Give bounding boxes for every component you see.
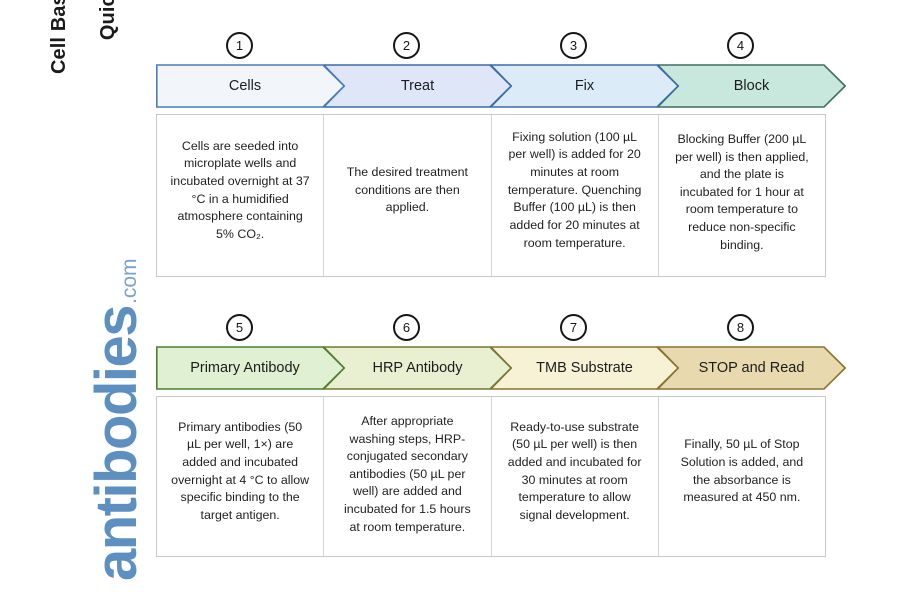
step-number-text: 5 bbox=[235, 320, 244, 335]
step-number-text: 1 bbox=[235, 38, 244, 53]
step-number-text: 6 bbox=[402, 320, 411, 335]
step-number-badge-3: 3 bbox=[560, 32, 587, 59]
brand-logo: antibodies .com bbox=[84, 258, 150, 581]
step-chevron-5[interactable]: Primary Antibody bbox=[156, 346, 345, 390]
step-number-text: 2 bbox=[402, 38, 411, 53]
chevron-band-row-2: Primary Antibody HRP Antibody TMB Substrat… bbox=[156, 346, 846, 390]
description-panel-row-1: Cells are seeded into microplate wells a… bbox=[156, 114, 826, 277]
step-description-6: After appropriate washing steps, HRP-con… bbox=[324, 397, 492, 556]
description-panel-row-2: Primary antibodies (50 µL per well, 1×) … bbox=[156, 396, 826, 557]
step-number-text: 8 bbox=[736, 320, 745, 335]
step-description-text: Fixing solution (100 µL per well) is add… bbox=[507, 129, 642, 250]
step-chevron-8[interactable]: STOP and Read bbox=[657, 346, 846, 390]
chevron-shape bbox=[156, 346, 345, 390]
flow-row-1: 1 2 3 4 Cells Treat Fix Block bbox=[156, 30, 846, 108]
step-label: Primary Antibody bbox=[190, 360, 300, 376]
step-number-badge-8: 8 bbox=[727, 314, 754, 341]
step-chevron-4[interactable]: Block bbox=[657, 64, 846, 108]
step-number-text: 4 bbox=[736, 38, 745, 53]
step-number-text: 7 bbox=[569, 320, 578, 335]
page-title: Cell Based ELISA Kits Quick Protocol bbox=[48, 0, 119, 74]
step-description-text: The desired treatment conditions are the… bbox=[346, 165, 468, 215]
chevron-band-row-1: Cells Treat Fix Block bbox=[156, 64, 846, 108]
step-description-text: Blocking Buffer (200 µL per well) is the… bbox=[675, 132, 809, 252]
step-description-text: Cells are seeded into microplate wells a… bbox=[170, 138, 310, 241]
step-description-2: The desired treatment conditions are the… bbox=[324, 115, 492, 276]
step-label: Block bbox=[733, 78, 770, 94]
step-description-1: Cells are seeded into microplate wells a… bbox=[157, 115, 325, 276]
step-label: Treat bbox=[400, 78, 435, 94]
step-number-badge-7: 7 bbox=[560, 314, 587, 341]
step-number-badges-row-1: 1 2 3 4 bbox=[156, 30, 846, 64]
step-label: Cells bbox=[228, 78, 262, 94]
step-description-4: Blocking Buffer (200 µL per well) is the… bbox=[659, 115, 825, 276]
step-label: STOP and Read bbox=[698, 360, 805, 376]
step-chevron-7[interactable]: TMB Substrate bbox=[490, 346, 679, 390]
step-number-badges-row-2: 5 6 7 8 bbox=[156, 312, 846, 346]
step-description-text: Ready-to-use substrate (50 µL per well) … bbox=[507, 419, 642, 522]
step-number-badge-5: 5 bbox=[226, 314, 253, 341]
page-title-line-2: Quick Protocol bbox=[96, 0, 120, 74]
step-number-badge-6: 6 bbox=[393, 314, 420, 341]
step-label: TMB Substrate bbox=[536, 360, 633, 376]
step-description-5: Primary antibodies (50 µL per well, 1×) … bbox=[157, 397, 325, 556]
chevron-shape bbox=[156, 64, 345, 108]
step-description-8: Finally, 50 µL of Stop Solution is added… bbox=[659, 397, 825, 556]
step-description-7: Ready-to-use substrate (50 µL per well) … bbox=[492, 397, 659, 556]
step-description-text: Finally, 50 µL of Stop Solution is added… bbox=[680, 437, 804, 505]
step-chevron-3[interactable]: Fix bbox=[490, 64, 679, 108]
step-description-text: After appropriate washing steps, HRP-con… bbox=[344, 414, 471, 534]
step-chevron-1[interactable]: Cells bbox=[156, 64, 345, 108]
brand-tld: .com bbox=[118, 258, 141, 304]
step-description-text: Primary antibodies (50 µL per well, 1×) … bbox=[171, 419, 310, 522]
step-number-badge-4: 4 bbox=[727, 32, 754, 59]
flow-row-2: 5 6 7 8 Primary Antibody HRP Antibody TMB Sub… bbox=[156, 312, 846, 390]
step-label: HRP Antibody bbox=[372, 360, 463, 376]
step-label: Fix bbox=[574, 78, 595, 94]
step-chevron-2[interactable]: Treat bbox=[323, 64, 512, 108]
brand-name: antibodies bbox=[84, 305, 149, 581]
step-chevron-6[interactable]: HRP Antibody bbox=[323, 346, 512, 390]
step-number-badge-2: 2 bbox=[393, 32, 420, 59]
page-title-line-1: Cell Based ELISA Kits bbox=[47, 0, 71, 74]
step-number-text: 3 bbox=[569, 38, 578, 53]
step-number-badge-1: 1 bbox=[226, 32, 253, 59]
step-description-3: Fixing solution (100 µL per well) is add… bbox=[492, 115, 659, 276]
